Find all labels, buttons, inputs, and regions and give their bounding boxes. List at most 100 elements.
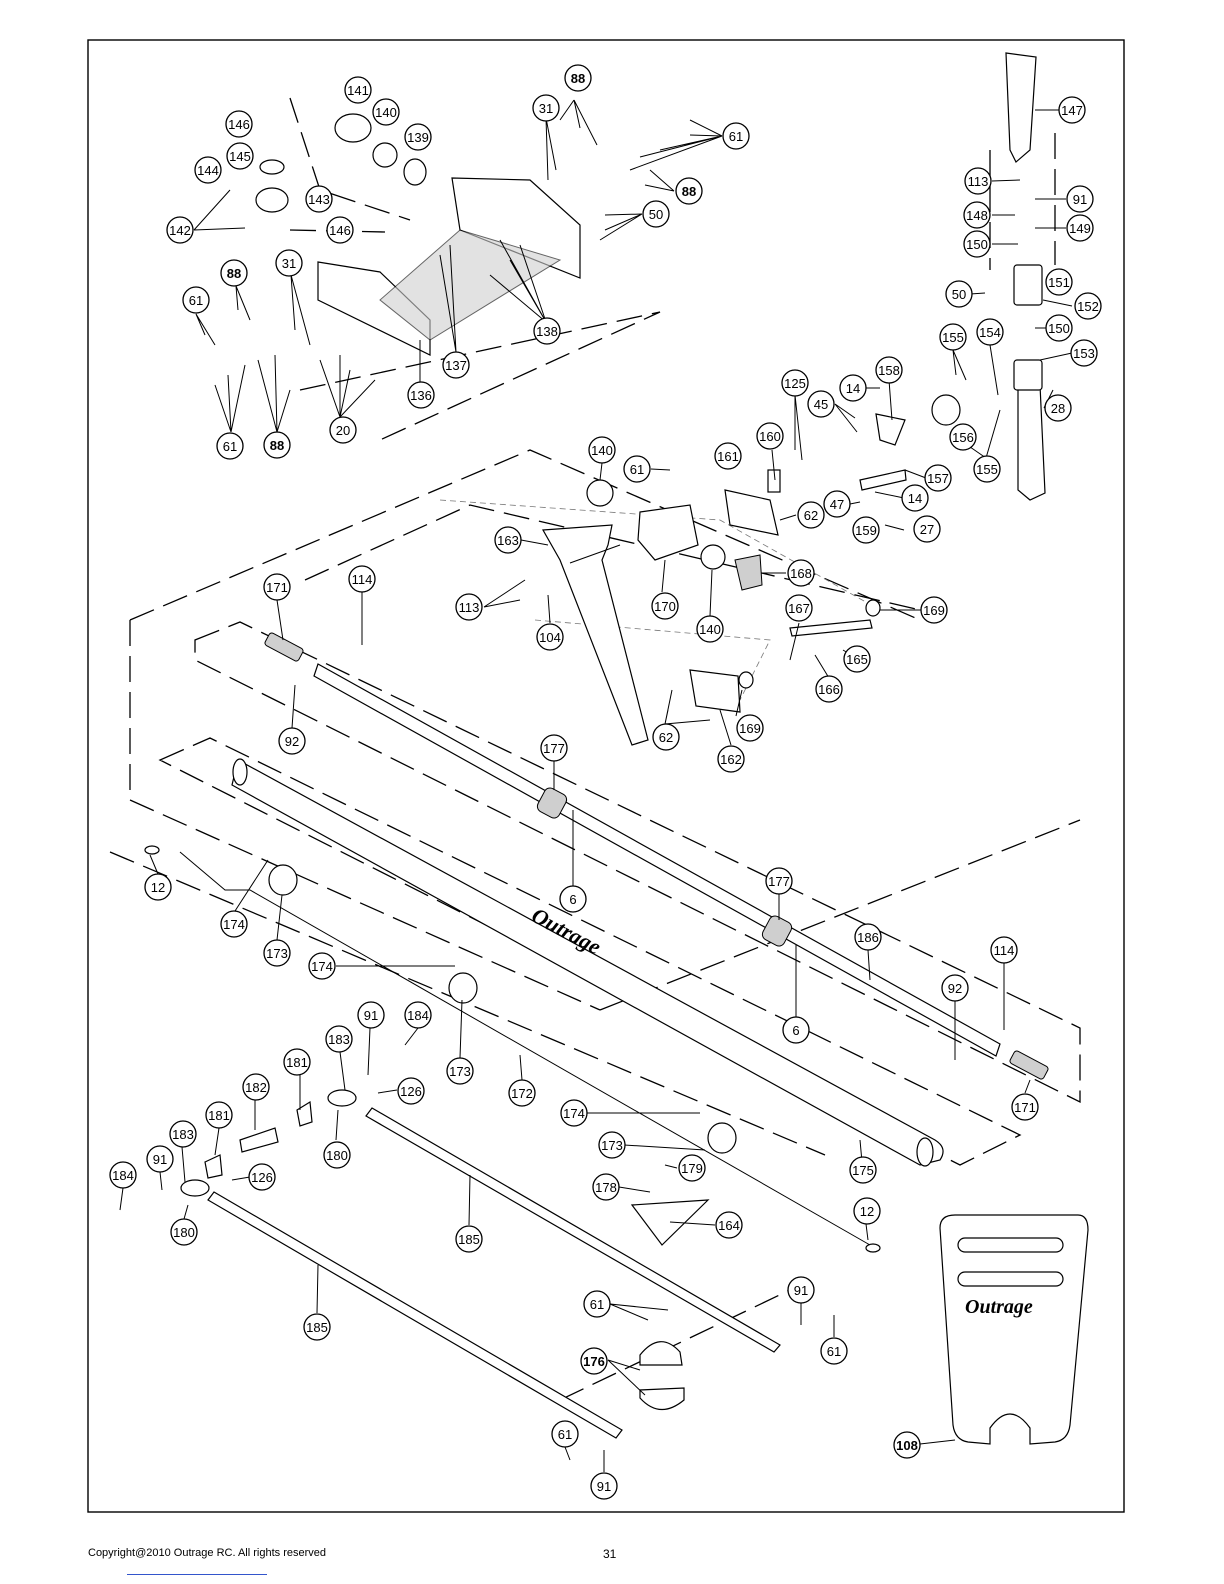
callout-label: 178 — [595, 1180, 617, 1195]
part-callout-143: 143 — [305, 185, 333, 213]
part-callout-149: 149 — [1066, 214, 1094, 242]
callout-label: 145 — [229, 149, 251, 164]
callout-circle — [875, 356, 903, 384]
callout-circle — [372, 98, 400, 126]
callout-circle — [651, 592, 679, 620]
part-callout-163: 163 — [494, 526, 522, 554]
part-callout-150: 150 — [1045, 314, 1073, 342]
callout-label: 140 — [699, 622, 721, 637]
callout-label: 6 — [569, 892, 576, 907]
part-callout-28: 28 — [1044, 394, 1072, 422]
part-callout-175: 175 — [849, 1156, 877, 1184]
part-callout-61: 61 — [216, 432, 244, 460]
part-callout-147: 147 — [1058, 96, 1086, 124]
callout-label: 91 — [1073, 192, 1087, 207]
callout-circle — [182, 286, 210, 314]
callout-circle — [696, 615, 724, 643]
callout-label: 126 — [400, 1084, 422, 1099]
callout-circle — [756, 422, 784, 450]
callout-circle — [797, 501, 825, 529]
callout-circle — [852, 516, 880, 544]
callout-label: 151 — [1048, 275, 1070, 290]
callout-label: 91 — [364, 1008, 378, 1023]
callout-circle — [652, 723, 680, 751]
callout-label: 141 — [347, 83, 369, 98]
callout-circle — [675, 177, 703, 205]
part-callout-125: 125 — [781, 369, 809, 397]
callout-circle — [278, 727, 306, 755]
footer-rule — [127, 1574, 267, 1575]
callout-circle — [714, 442, 742, 470]
callout-label: 173 — [449, 1064, 471, 1079]
callout-circle — [169, 1120, 197, 1148]
callout-label: 185 — [306, 1320, 328, 1335]
part-callout-137: 137 — [442, 351, 470, 379]
callout-circle — [303, 1313, 331, 1341]
part-callout-168: 168 — [787, 559, 815, 587]
part-callout-161: 161 — [714, 442, 742, 470]
part-callout-176: 176 — [580, 1347, 608, 1375]
part-callout-186: 186 — [854, 923, 882, 951]
callout-label: 61 — [223, 439, 237, 454]
callout-circle — [893, 1431, 921, 1459]
callout-label: 88 — [571, 71, 585, 86]
part-callout-182: 182 — [242, 1073, 270, 1101]
callout-circle — [823, 490, 851, 518]
callout-circle — [963, 201, 991, 229]
callout-label: 165 — [846, 652, 868, 667]
callout-label: 6 — [792, 1023, 799, 1038]
callout-label: 137 — [445, 358, 467, 373]
callout-label: 174 — [563, 1106, 585, 1121]
callout-label: 174 — [223, 917, 245, 932]
callout-label: 168 — [790, 566, 812, 581]
callout-label: 179 — [681, 1161, 703, 1176]
callout-label: 169 — [739, 721, 761, 736]
callout-label: 104 — [539, 630, 561, 645]
callout-circle — [564, 64, 592, 92]
callout-label: 170 — [654, 599, 676, 614]
part-callout-145: 145 — [226, 142, 254, 170]
callout-label: 156 — [952, 430, 974, 445]
callout-label: 20 — [336, 423, 350, 438]
assembly-outline-lines — [109, 97, 1081, 1401]
callout-label: 62 — [804, 508, 818, 523]
callout-circle — [1011, 1093, 1039, 1121]
callout-label: 140 — [591, 443, 613, 458]
part-callout-91: 91 — [590, 1472, 618, 1500]
callout-label: 108 — [896, 1438, 918, 1453]
tail-case-assembly — [542, 469, 881, 746]
callout-circle — [781, 369, 809, 397]
part-callout-146: 146 — [326, 216, 354, 244]
callout-circle — [263, 431, 291, 459]
callout-circle — [785, 594, 813, 622]
part-callout-91: 91 — [357, 1001, 385, 1029]
callout-circle — [782, 1016, 810, 1044]
callout-circle — [455, 1225, 483, 1253]
callout-circle — [326, 216, 354, 244]
part-callout-180: 180 — [170, 1218, 198, 1246]
callout-label: 161 — [717, 449, 739, 464]
callout-label: 139 — [407, 130, 429, 145]
callout-label: 14 — [908, 491, 922, 506]
callout-circle — [540, 734, 568, 762]
part-callout-178: 178 — [592, 1173, 620, 1201]
part-callout-171: 171 — [263, 573, 291, 601]
callout-circle — [590, 1472, 618, 1500]
part-callout-173: 173 — [598, 1131, 626, 1159]
callout-circle — [166, 216, 194, 244]
callout-label: 12 — [151, 880, 165, 895]
part-callout-139: 139 — [404, 123, 432, 151]
callout-circle — [325, 1025, 353, 1053]
callout-label: 31 — [282, 256, 296, 271]
callout-label: 45 — [814, 397, 828, 412]
part-callout-144: 144 — [194, 156, 222, 184]
callout-label: 182 — [245, 1080, 267, 1095]
callout-circle — [242, 1073, 270, 1101]
callout-label: 61 — [729, 129, 743, 144]
part-callout-136: 136 — [407, 381, 435, 409]
callout-label: 171 — [266, 580, 288, 595]
callout-label: 114 — [352, 572, 373, 587]
part-callout-20: 20 — [329, 416, 357, 444]
